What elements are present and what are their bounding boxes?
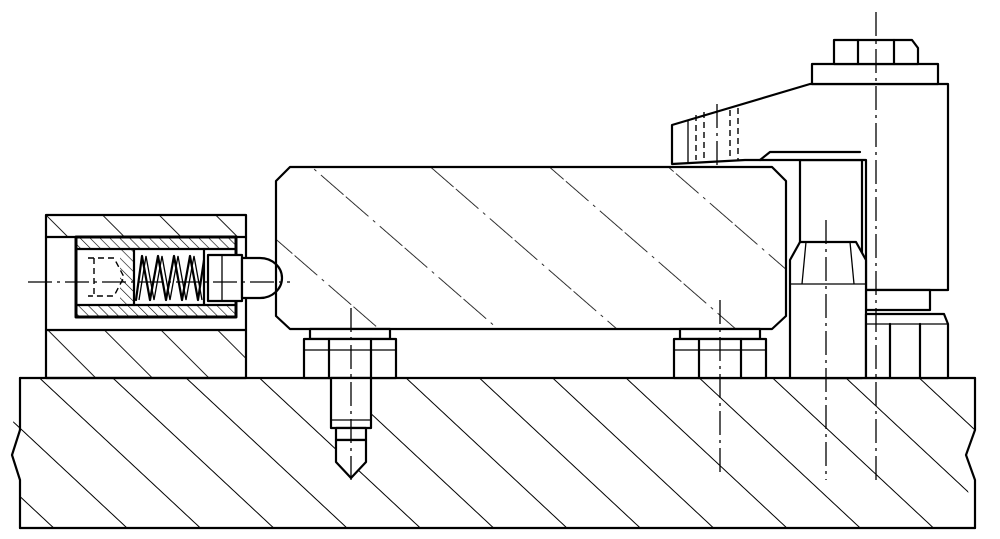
plunger-ball-tip — [206, 253, 284, 303]
workpiece — [274, 165, 788, 331]
clamp-lower-hex-nut — [864, 312, 950, 380]
plunger-housing — [44, 213, 248, 380]
spring-plunger — [74, 235, 238, 319]
clamp-pillar-nut — [788, 240, 868, 380]
base-plate — [10, 376, 977, 530]
top-hex-nut — [810, 38, 940, 86]
compression-spring — [134, 254, 204, 302]
support-nut-left — [302, 327, 398, 380]
center-lines — [28, 12, 877, 482]
